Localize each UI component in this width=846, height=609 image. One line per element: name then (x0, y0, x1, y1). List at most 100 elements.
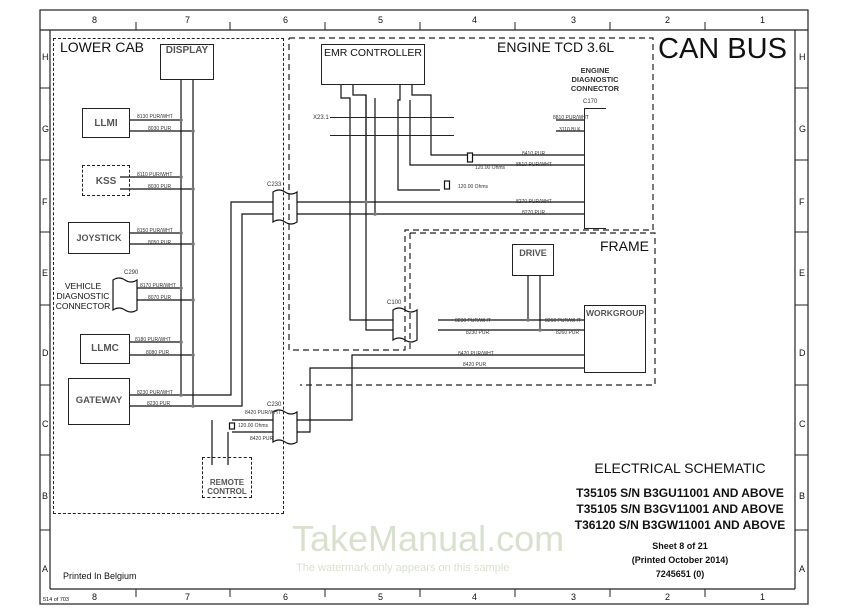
column-label-top: 7 (185, 15, 191, 25)
model-line-2: T35105 S/N B3GV11001 AND ABOVE (576, 502, 784, 516)
vehicle-diag-line3: CONNECTOR (55, 301, 111, 311)
splice-point (538, 328, 542, 332)
wire-label: 8420 PUR/WHT (245, 410, 281, 416)
display-module[interactable]: DISPLAY (160, 44, 214, 80)
printed-date: (Printed October 2014) (631, 555, 729, 565)
splice-point (179, 286, 183, 290)
engine-diag-line3: CONNECTOR (570, 84, 620, 93)
splice-point (179, 231, 183, 235)
wire-label: 8030 PUR (148, 184, 172, 190)
wire (397, 84, 440, 191)
row-label-right: C (799, 419, 806, 429)
gateway-module[interactable]: GATEWAY (68, 378, 130, 425)
page-counter: 514 of 703 (43, 597, 69, 603)
llmi-module[interactable]: LLMI (82, 108, 130, 138)
gateway-label: GATEWAY (75, 395, 123, 406)
column-label-top: 5 (378, 15, 384, 25)
splice-point (526, 318, 530, 322)
row-label-right: B (799, 491, 806, 501)
schematic-title: ELECTRICAL SCHEMATIC (594, 460, 766, 476)
watermark-note: The watermark only appears on this sampl… (296, 562, 510, 574)
splice-point (191, 129, 195, 133)
joystick-module[interactable]: JOYSTICK (68, 222, 130, 254)
x23-connector[interactable] (330, 117, 454, 136)
workgroup-module[interactable]: WORKGROUP (584, 305, 646, 373)
row-label-right: G (799, 124, 807, 134)
frame-zone-label: FRAME (600, 238, 649, 254)
wire-label: 8270 PUR (522, 210, 546, 216)
sheet-border (39, 9, 809, 605)
engine-diagnostic-connector[interactable] (584, 108, 606, 229)
llmc-label: LLMC (91, 343, 119, 354)
wire-label: 8070 PUR (148, 295, 172, 301)
kss-module[interactable]: KSS (82, 165, 130, 196)
wire-label: 8230 PUR (466, 330, 490, 336)
wire-label: 8420 PUR (463, 362, 487, 368)
column-label-top: 2 (665, 15, 671, 25)
splice-point (191, 242, 195, 246)
row-label-left: E (42, 268, 49, 278)
drive-module[interactable]: DRIVE (512, 244, 554, 276)
wire (120, 213, 278, 407)
wire (290, 367, 596, 433)
splice-point (191, 404, 195, 408)
c230-connector[interactable] (272, 409, 298, 445)
wire-label: 8810 PUR/WHT (553, 115, 589, 121)
wire-label: 8130 PUR/WHT (137, 114, 173, 120)
watermark-brand: TakeManual.com (292, 518, 565, 559)
wire-label: 8410 PUR (522, 151, 546, 157)
wire-label: 8030 PUR (148, 126, 172, 132)
wire-label: 8170 PUR/WHT (140, 283, 176, 289)
wire-label: 8260 PUR (556, 330, 580, 336)
row-label-left: A (42, 564, 49, 574)
wire-label: 8050 PUR (148, 240, 172, 246)
wire-label: 3110 BLK (559, 127, 581, 133)
row-label-left: F (42, 197, 48, 207)
wire-label: 8230 PUR/WHT (137, 390, 173, 396)
lower-cab-label: LOWER CAB (60, 39, 145, 55)
row-label-right: E (799, 268, 806, 278)
wire-label: 8420 PUR/WHT (458, 351, 494, 357)
resistor-icon (443, 180, 451, 190)
c290-connector[interactable] (112, 277, 138, 313)
row-label-left: G (42, 124, 50, 134)
column-label-top: 4 (472, 15, 478, 25)
remote-control-line1: REMOTE (209, 478, 245, 487)
emr-controller-module[interactable]: EMR CONTROLLER (321, 44, 425, 85)
row-label-left: C (42, 419, 49, 429)
row-label-right: A (799, 564, 806, 574)
llmc-module[interactable]: LLMC (80, 334, 130, 364)
wire-label: 8230 PUR/WHT (455, 318, 491, 324)
column-label-bottom: 6 (283, 592, 289, 602)
can-bus-title: CAN BUS (658, 33, 787, 65)
remote-control-line2: CONTROL (207, 487, 247, 496)
splice-point (179, 340, 183, 344)
engine-zone-border (288, 37, 654, 351)
wire (409, 100, 593, 166)
model-line-3: T36120 S/N B3GW11001 AND ABOVE (574, 518, 786, 532)
resistor-icon (466, 152, 474, 163)
row-label-right: F (799, 197, 805, 207)
printed-in: Printed In Belgium (63, 571, 137, 581)
frame-zone-border (300, 232, 656, 386)
vehicle-diagnostic-label: VEHICLE DIAGNOSTIC CONNECTOR (52, 281, 114, 311)
drive-label: DRIVE (519, 248, 547, 258)
row-label-left: H (42, 52, 49, 62)
emr-controller-label: EMR CONTROLLER (323, 47, 422, 59)
c233-connector[interactable] (272, 189, 298, 225)
display-label: DISPLAY (165, 45, 209, 56)
c233-label: C233 (267, 182, 282, 188)
column-label-bottom: 4 (472, 592, 478, 602)
column-label-top: 6 (283, 15, 289, 25)
splice-point (179, 393, 183, 397)
engine-diag-line2: DIAGNOSTIC (571, 75, 619, 84)
c100-connector[interactable] (392, 307, 418, 343)
resistor-icon (228, 422, 236, 430)
row-label-left: D (42, 348, 49, 358)
splice-point (373, 212, 377, 216)
remote-control-module[interactable]: REMOTE CONTROL (202, 457, 252, 498)
engine-zone-label: ENGINE TCD 3.6L (497, 39, 615, 55)
column-label-bottom: 3 (571, 592, 577, 602)
row-label-right: H (799, 52, 806, 62)
